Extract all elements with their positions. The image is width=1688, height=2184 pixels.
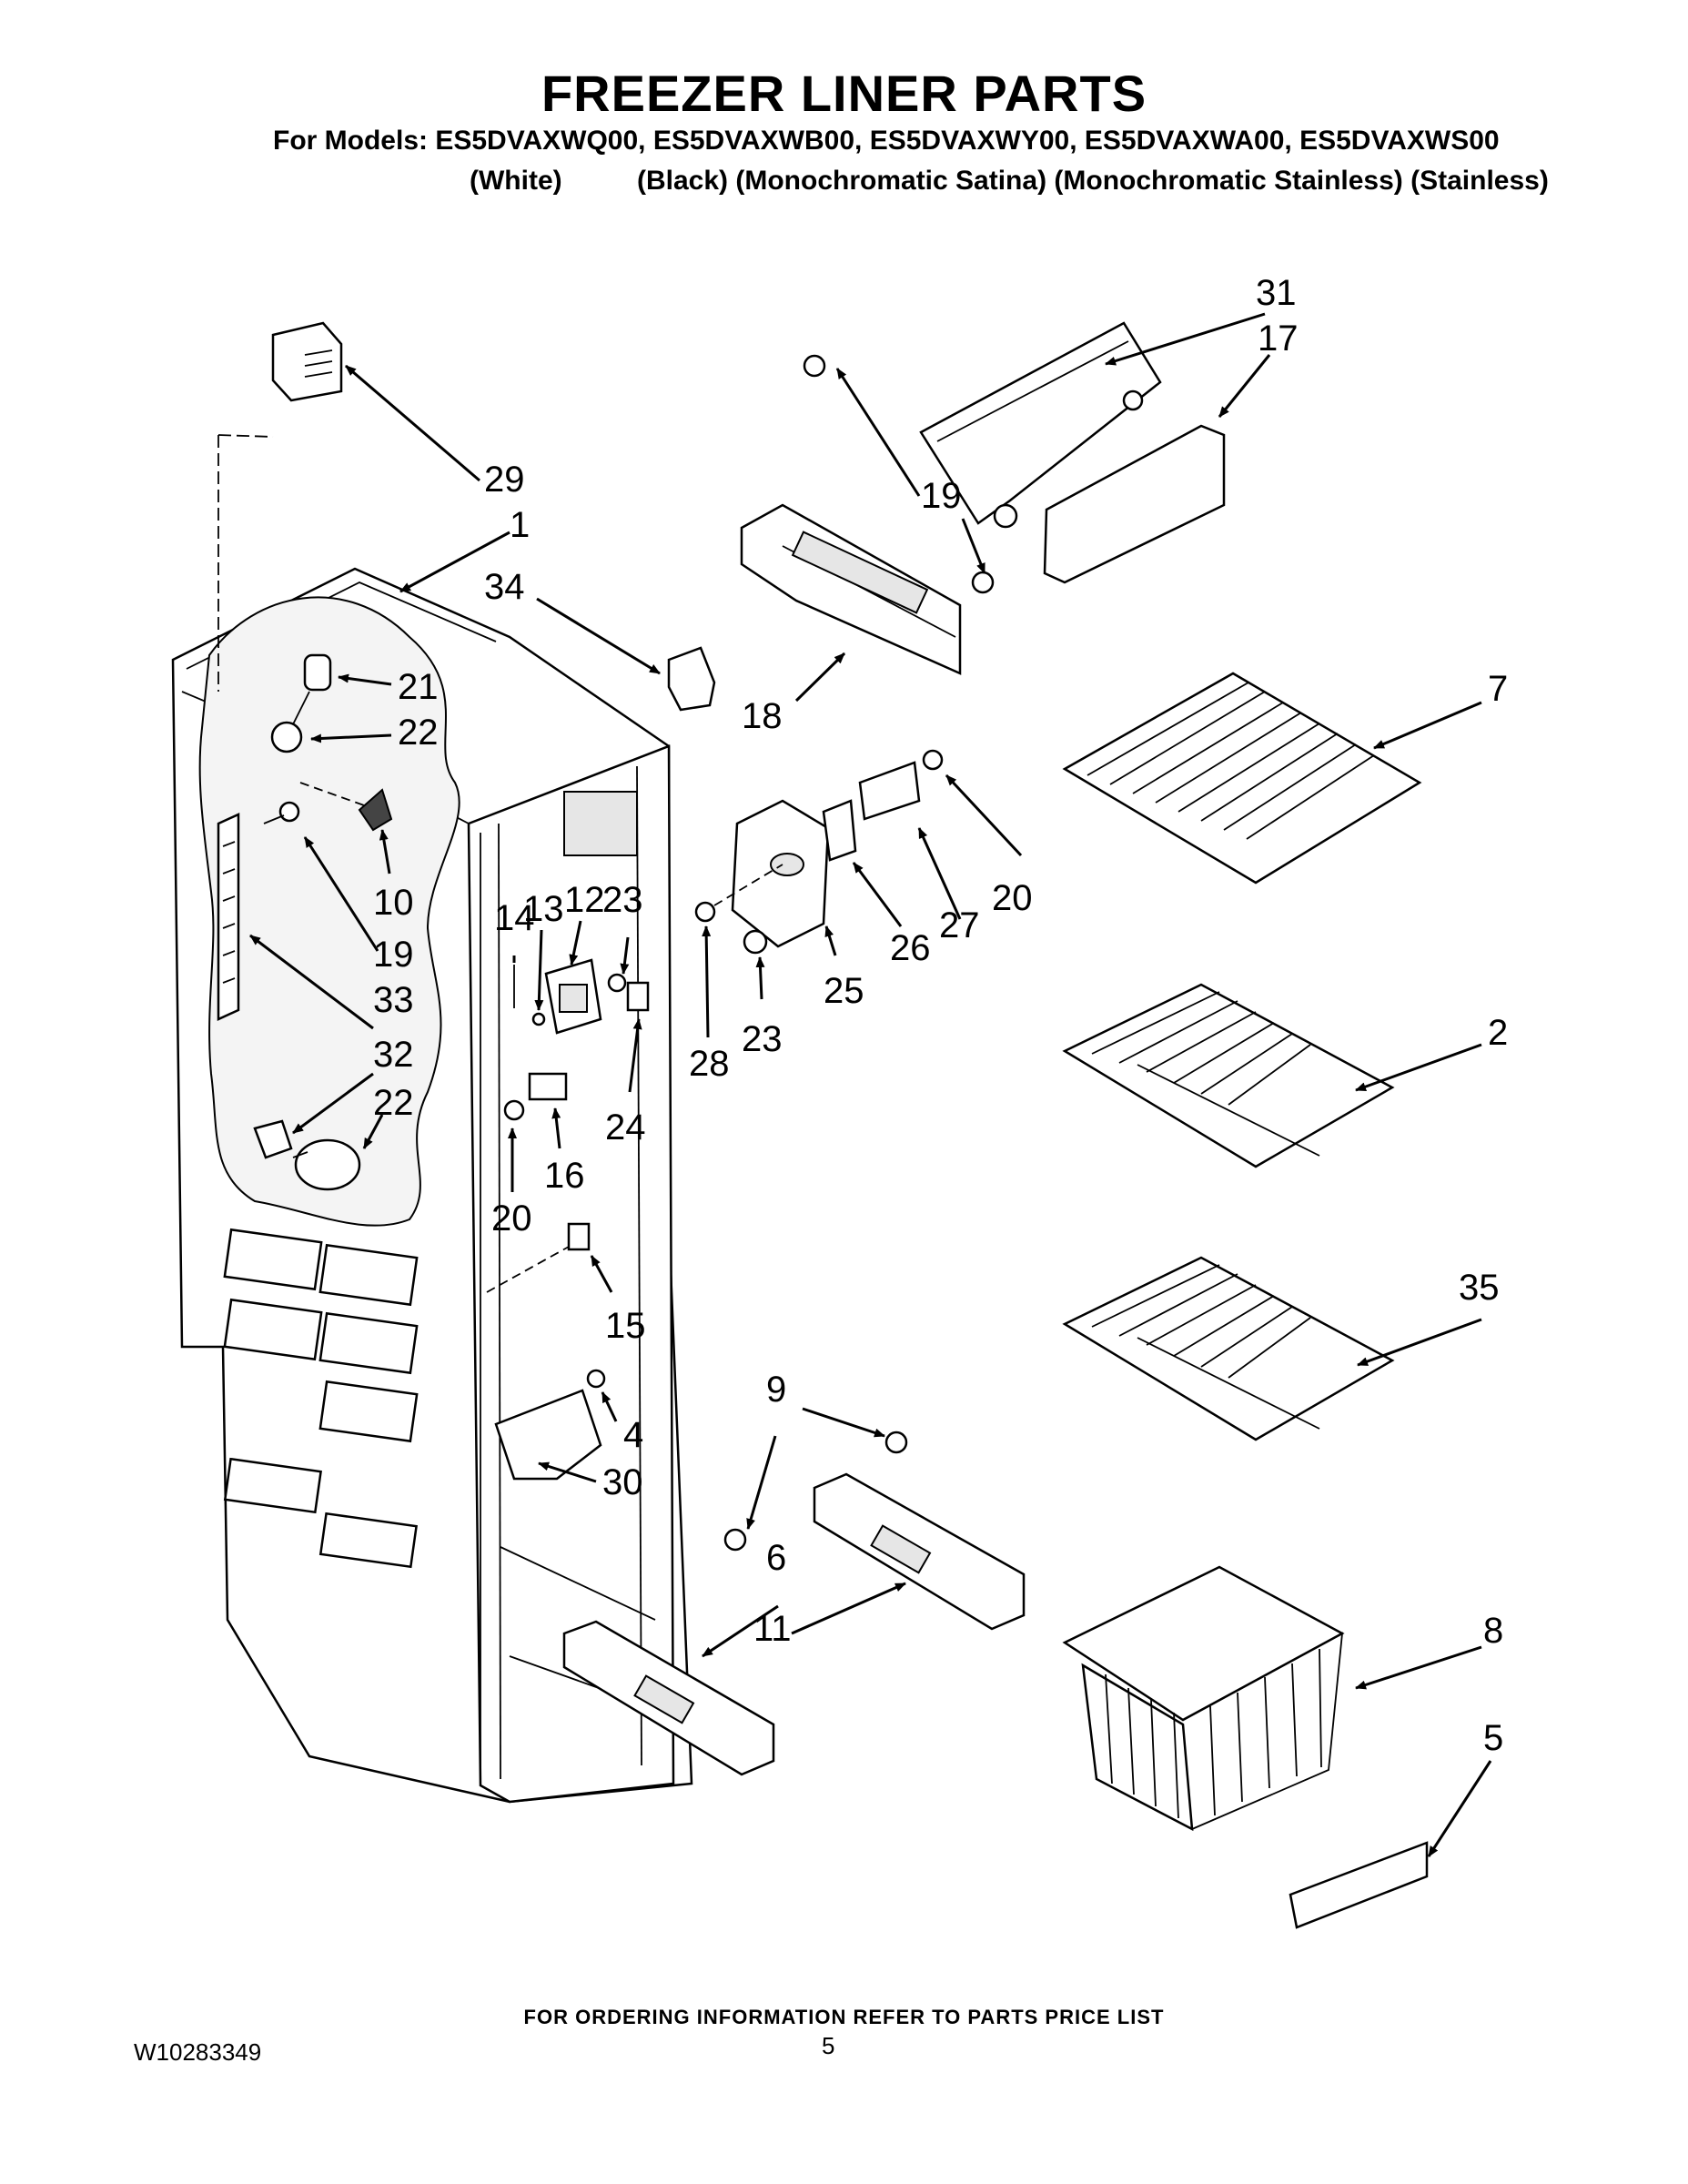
callout-20-left: 20 bbox=[491, 1198, 532, 1239]
callout-10: 10 bbox=[373, 883, 414, 923]
callout-24: 24 bbox=[605, 1107, 646, 1148]
callout-29: 29 bbox=[484, 460, 525, 500]
callout-30: 30 bbox=[602, 1462, 643, 1502]
callout-13: 13 bbox=[523, 889, 564, 929]
callout-31: 31 bbox=[1256, 273, 1297, 313]
part-25-control-module bbox=[731, 799, 830, 948]
part-6-front-rail bbox=[562, 1620, 775, 1776]
callout-25: 25 bbox=[824, 971, 864, 1011]
part-27-control-board bbox=[858, 761, 921, 821]
callout-1: 1 bbox=[510, 505, 530, 545]
callout-14: 14 bbox=[494, 898, 535, 938]
part-29-bracket bbox=[271, 321, 343, 402]
part-8-wire-basket bbox=[1062, 1565, 1345, 1832]
callout-8: 8 bbox=[1483, 1611, 1503, 1651]
callout-20-right: 20 bbox=[992, 878, 1033, 918]
part-32-light-socket bbox=[253, 1119, 293, 1159]
part-7-wire-shelf bbox=[1062, 672, 1422, 885]
callout-19-left: 19 bbox=[373, 935, 414, 975]
callout-7: 7 bbox=[1488, 669, 1508, 709]
callout-32: 32 bbox=[373, 1035, 414, 1075]
part-18-bracket bbox=[740, 503, 962, 675]
part-16-board bbox=[528, 1072, 568, 1101]
callout-28: 28 bbox=[689, 1044, 730, 1084]
part-33-light-rail bbox=[217, 813, 240, 1021]
callout-23-left: 23 bbox=[602, 880, 643, 920]
part-12-control-housing bbox=[544, 958, 602, 1035]
callout-26: 26 bbox=[890, 928, 931, 968]
part-22-bulb-upper bbox=[270, 691, 310, 753]
part-5-basket-trim bbox=[1289, 1841, 1429, 1929]
callout-21: 21 bbox=[398, 667, 439, 707]
callout-2: 2 bbox=[1488, 1013, 1508, 1053]
callout-22-upper: 22 bbox=[398, 713, 439, 753]
callout-16: 16 bbox=[544, 1156, 585, 1196]
callout-6: 6 bbox=[766, 1538, 786, 1578]
callout-18: 18 bbox=[742, 696, 783, 736]
callout-11: 11 bbox=[753, 1609, 792, 1649]
part-15-switch bbox=[567, 1222, 591, 1251]
color-white-label: (White) bbox=[470, 166, 562, 196]
part-31-hinge-cover bbox=[919, 321, 1162, 529]
callout-5: 5 bbox=[1483, 1718, 1503, 1758]
callout-33: 33 bbox=[373, 980, 414, 1020]
callout-22-lower: 22 bbox=[373, 1083, 414, 1123]
callout-19-upper: 19 bbox=[921, 476, 962, 516]
callout-9: 9 bbox=[766, 1370, 786, 1410]
page-title: FREEZER LINER PARTS bbox=[541, 65, 1147, 122]
part-19-screw-left bbox=[263, 801, 300, 824]
part-34-clip bbox=[667, 646, 716, 712]
part-22-bulb-lower bbox=[292, 1138, 361, 1191]
document-number: W10283349 bbox=[134, 2038, 262, 2066]
color-variants-label: (Black) (Monochromatic Satina) (Monochro… bbox=[637, 166, 1549, 196]
part-26-mount-plate bbox=[822, 799, 857, 862]
leader-lines bbox=[249, 312, 1492, 1857]
callout-12: 12 bbox=[564, 880, 605, 920]
callout-27: 27 bbox=[939, 905, 980, 945]
part-17-panel bbox=[1043, 424, 1226, 584]
ordering-note: FOR ORDERING INFORMATION REFER TO PARTS … bbox=[523, 2006, 1165, 2028]
part-11-rear-rail bbox=[813, 1472, 1026, 1631]
part-2-wire-shelf bbox=[1062, 983, 1395, 1168]
freezer-liner-cabinet bbox=[171, 567, 693, 1804]
callout-34: 34 bbox=[484, 567, 525, 607]
part-10-clip bbox=[358, 788, 393, 832]
callout-15: 15 bbox=[605, 1306, 646, 1346]
callout-35: 35 bbox=[1459, 1268, 1500, 1308]
models-line: For Models: ES5DVAXWQ00, ES5DVAXWB00, ES… bbox=[273, 126, 1500, 156]
callout-4: 4 bbox=[623, 1415, 643, 1455]
part-30-cover bbox=[494, 1389, 602, 1481]
page-number: 5 bbox=[822, 2032, 835, 2059]
part-21-socket bbox=[303, 653, 332, 692]
callout-23-right: 23 bbox=[742, 1019, 783, 1059]
part-35-wire-shelf bbox=[1062, 1256, 1395, 1441]
callout-17: 17 bbox=[1258, 318, 1299, 359]
callout-labels: 31 17 29 1 34 19 18 21 22 10 19 33 32 22… bbox=[373, 273, 1508, 1758]
